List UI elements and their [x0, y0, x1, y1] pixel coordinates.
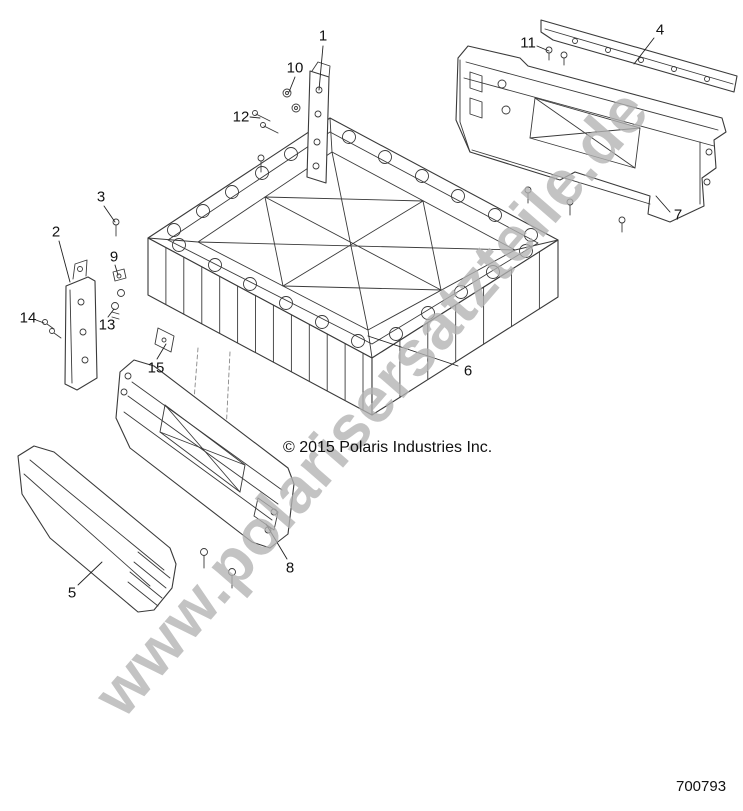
- part-6-cargo-bed: [147, 117, 559, 416]
- fasteners-9-13-14: [42, 268, 127, 339]
- drawing-number: 700793: [676, 778, 727, 795]
- callout-7: 7: [673, 206, 683, 224]
- callout-14: 14: [19, 309, 37, 327]
- callout-5: 5: [67, 584, 77, 602]
- callout-11: 11: [520, 34, 536, 52]
- part-2-bracket-plate: [64, 259, 98, 391]
- fasteners-10-12: [252, 88, 301, 173]
- part-1-support-bracket: [306, 61, 331, 184]
- callout-leader-lines: [35, 37, 671, 586]
- callout-12: 12: [232, 108, 250, 126]
- callout-3: 3: [96, 188, 106, 206]
- copyright-notice: © 2015 Polaris Industries Inc.: [283, 439, 493, 456]
- part-5-lower-panel: [17, 445, 177, 613]
- callout-15: 15: [147, 359, 165, 377]
- callout-2: 2: [51, 223, 61, 241]
- fasteners-panel-8: [200, 548, 236, 589]
- fasteners-panel-7: [524, 186, 626, 233]
- callout-4: 4: [655, 21, 665, 39]
- callout-13: 13: [98, 316, 116, 334]
- fastener-3: [112, 218, 120, 237]
- part-7-side-panel: [455, 45, 727, 223]
- callout-9: 9: [109, 248, 119, 266]
- callout-10: 10: [286, 59, 304, 77]
- part-4-top-rail: [540, 19, 738, 93]
- part-15-corner-bracket: [154, 327, 175, 353]
- callout-6: 6: [463, 362, 473, 380]
- fasteners-11: [545, 46, 568, 66]
- callout-8: 8: [285, 559, 295, 577]
- part-8-front-panel: [115, 359, 295, 549]
- callout-1: 1: [318, 27, 328, 45]
